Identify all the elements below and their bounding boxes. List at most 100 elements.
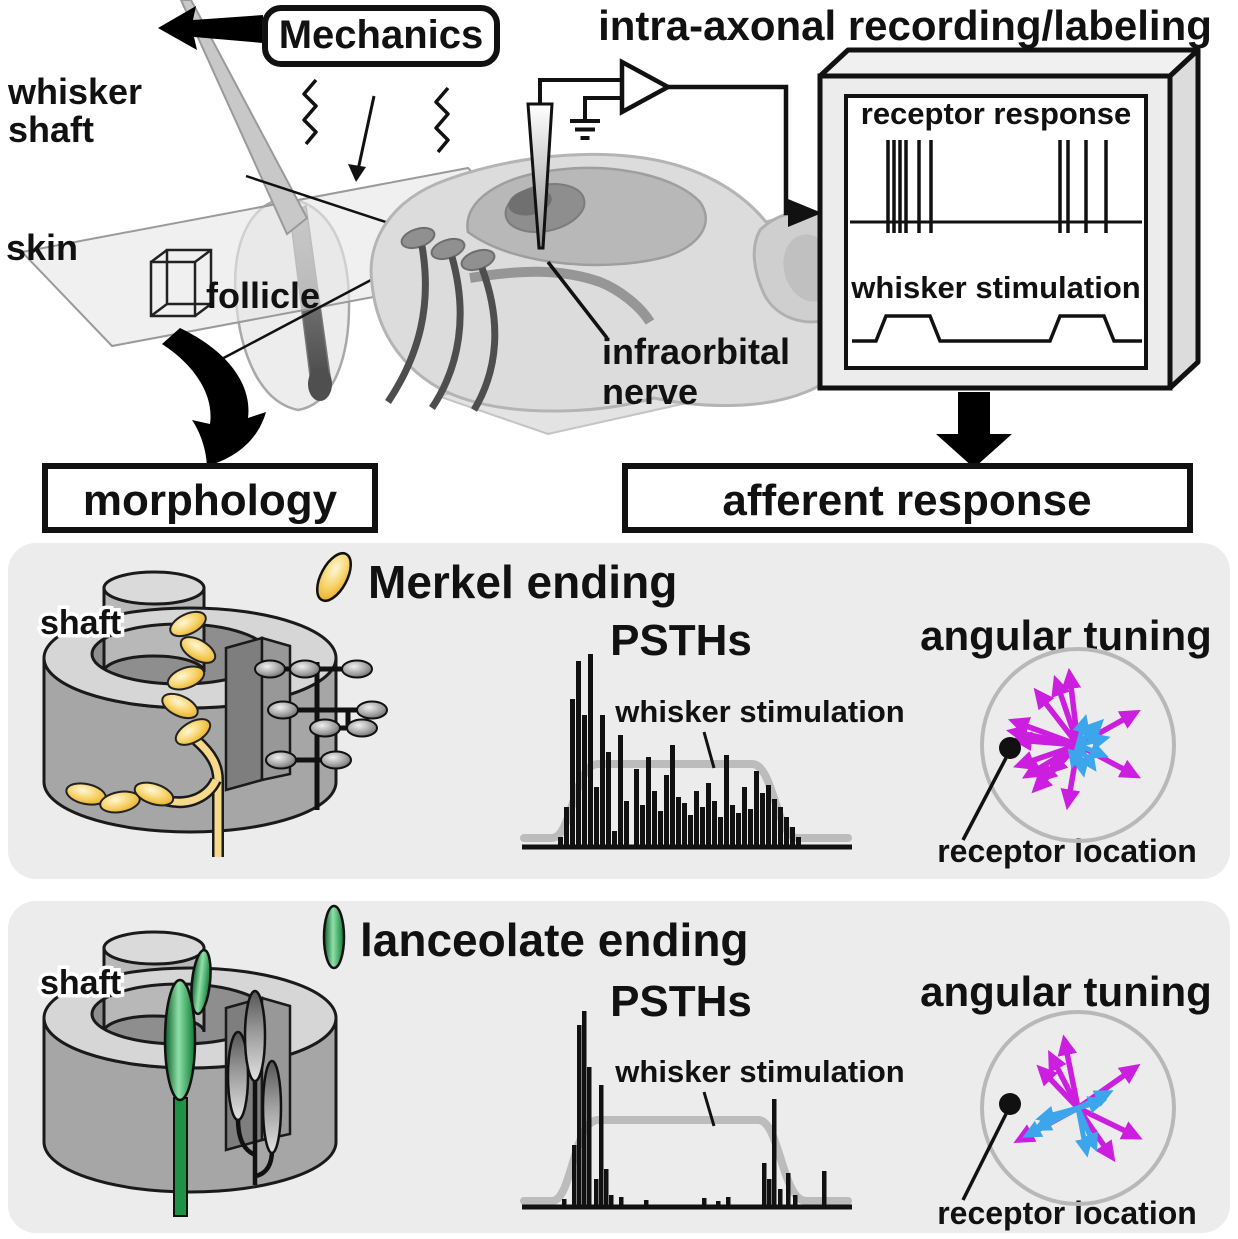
psth-bar	[786, 1173, 791, 1207]
deflection-arrow	[356, 95, 376, 171]
psth-bar	[796, 837, 801, 847]
receptor-dot	[999, 1093, 1021, 1115]
tuning-circle	[980, 1010, 1176, 1206]
lanceolate-tuning-plot	[961, 1010, 1176, 1206]
lanceolate-ending-icon	[322, 904, 346, 970]
mechanics-box	[262, 5, 500, 67]
stim-label: whisker stimulation	[614, 1054, 904, 1089]
scope-screen	[844, 94, 1148, 370]
tuning-arrow-magenta	[1010, 731, 1079, 752]
shaft-label: shaft	[40, 604, 121, 642]
psth-bar	[594, 787, 599, 847]
psth-bar	[582, 715, 587, 847]
morphology-label: morphology	[83, 476, 338, 525]
psth-heading: PSTHs	[610, 977, 752, 1026]
psth-bar	[700, 807, 705, 847]
recording-circuit	[526, 58, 822, 340]
psth-bar	[688, 815, 693, 847]
tree-cell	[346, 718, 378, 738]
merkel-cell	[161, 692, 199, 720]
scope-side-face	[1167, 47, 1201, 391]
lanceolate-psth-plot	[520, 1011, 852, 1210]
psth-bar	[760, 793, 765, 847]
whisker	[470, 266, 499, 412]
shaft-cylinder-top	[102, 570, 206, 606]
tuning-arrow-cyan	[1022, 1105, 1080, 1138]
follicle-label: follicle	[206, 275, 320, 316]
afferent-response-box	[622, 463, 1193, 533]
psth-bar	[766, 785, 771, 847]
follicle-cube-icon	[149, 248, 213, 318]
shaft-cylinder-top	[102, 930, 206, 966]
psth-bar	[748, 809, 753, 847]
psth-bar	[718, 817, 723, 847]
psth-bar	[582, 1011, 587, 1207]
stim-pointer-line	[702, 731, 716, 769]
psth-bar	[564, 807, 569, 847]
psth-bar	[609, 1195, 614, 1207]
whisker	[429, 256, 464, 410]
tree-cell	[289, 659, 321, 679]
scope-top-face	[817, 47, 1201, 79]
psth-bar	[754, 771, 759, 847]
merkel-tree-cells	[254, 659, 388, 770]
psth-bar	[716, 1201, 721, 1207]
receptor-pointer-line	[961, 1113, 1008, 1201]
curved-down-arrow-icon	[162, 328, 266, 466]
tuning-circle	[980, 647, 1176, 843]
tree-cell	[267, 700, 299, 720]
lanceolate-endings	[163, 948, 212, 1217]
tuning-arrow-cyan	[1075, 1107, 1093, 1158]
merkel-ending-icon	[315, 551, 353, 603]
morphology-box	[42, 463, 378, 533]
nerve-band	[469, 266, 655, 325]
lanceolate-cell	[226, 1030, 250, 1122]
skin-label: skin	[6, 227, 78, 268]
psth-bar	[577, 1025, 582, 1207]
tree-cell	[320, 750, 352, 770]
psth-bar	[767, 1179, 772, 1207]
receptor-location-label: receptor location	[937, 1195, 1197, 1231]
psth-bar	[670, 745, 675, 847]
amplifier-icon	[619, 58, 673, 116]
merkel-tuning-plot	[961, 647, 1176, 843]
psth-bar	[599, 1085, 604, 1207]
psth-bar	[790, 827, 795, 847]
psth-bar	[612, 831, 617, 847]
tuning-arrow-magenta	[1033, 687, 1081, 747]
whisker-shaft-label-line2: shaft	[8, 109, 94, 150]
psth-bar	[724, 755, 729, 847]
tuning-heading: angular tuning	[920, 968, 1212, 1015]
merkel-cell	[133, 781, 175, 807]
psth-bar	[772, 1099, 777, 1207]
tuning-heading: angular tuning	[920, 612, 1212, 659]
mechanics-callout: Mechanics	[158, 5, 500, 67]
psth-bar	[652, 791, 657, 847]
oscilloscope: receptor response whisker stimulation	[817, 47, 1201, 468]
psth-bar	[712, 801, 717, 847]
merkel-psth-plot	[520, 654, 852, 850]
psth-bar	[736, 813, 741, 847]
lanceolate-axon	[173, 1097, 188, 1217]
tree-stem	[235, 1117, 257, 1158]
exposed-skull-patch	[466, 166, 707, 267]
psth-bar	[742, 787, 747, 847]
merkel-panel-title: Merkel ending	[368, 556, 677, 608]
ground-wire	[583, 96, 622, 120]
psth-bar	[562, 1199, 567, 1207]
left-arrow-icon	[158, 6, 263, 50]
tuning-arrow-cyan	[1076, 718, 1105, 747]
psth-bar	[682, 803, 687, 847]
lanceolate-cell	[261, 1059, 283, 1155]
merkel-morphology: shaft	[37, 570, 388, 857]
merkel-cell	[179, 636, 217, 664]
psth-bar	[784, 817, 789, 847]
generated-graphics	[520, 647, 1176, 1210]
psth-bar	[778, 1189, 783, 1207]
psth-bar	[646, 757, 651, 847]
tree-cell	[309, 718, 341, 738]
spike-train	[886, 140, 1108, 233]
stimulation-wave	[852, 314, 1142, 343]
whisker-shaft-shape	[179, 0, 309, 236]
